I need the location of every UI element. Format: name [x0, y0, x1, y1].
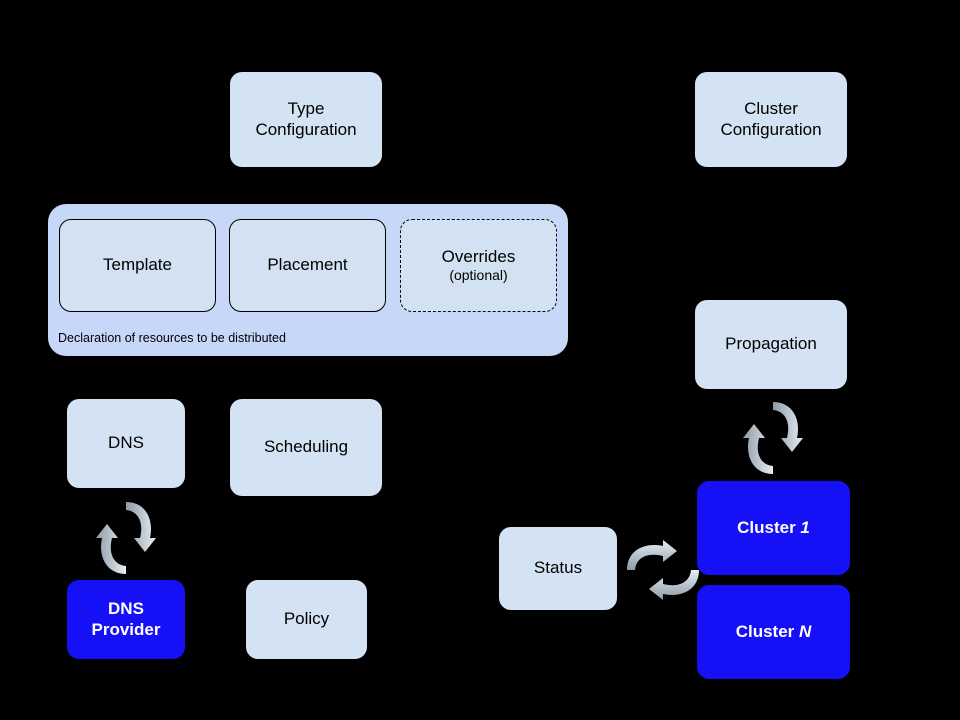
node-placement-label: Placement: [267, 255, 348, 275]
node-cluster-n[interactable]: Cluster N: [697, 585, 850, 679]
node-overrides-label: Overrides (optional): [441, 246, 516, 284]
node-cluster-1-label: Cluster 1: [737, 517, 810, 537]
node-dns-label: DNS: [108, 433, 144, 453]
node-type-configuration[interactable]: Type Configuration: [230, 72, 382, 167]
node-template-label: Template: [103, 255, 172, 275]
node-policy[interactable]: Policy: [246, 580, 367, 659]
sync-icon-status[interactable]: [625, 530, 701, 610]
node-policy-label: Policy: [283, 609, 330, 629]
node-overrides[interactable]: Overrides (optional): [400, 219, 557, 312]
node-status-label: Status: [533, 558, 583, 578]
node-scheduling-label: Scheduling: [263, 437, 349, 457]
node-cluster-configuration[interactable]: Cluster Configuration: [695, 72, 847, 167]
node-cluster-configuration-label: Cluster Configuration: [720, 99, 822, 139]
sync-icon-propagation[interactable]: [735, 398, 811, 478]
node-dns[interactable]: DNS: [67, 399, 185, 488]
node-dns-provider-label: DNS Provider: [91, 599, 161, 639]
node-cluster-n-label: Cluster N: [735, 621, 812, 641]
sync-icon-dns[interactable]: [88, 498, 164, 578]
node-template[interactable]: Template: [59, 219, 216, 312]
node-placement[interactable]: Placement: [229, 219, 386, 312]
node-scheduling[interactable]: Scheduling: [230, 399, 382, 496]
node-status[interactable]: Status: [499, 527, 617, 610]
node-type-configuration-label: Type Configuration: [255, 99, 357, 139]
node-propagation-label: Propagation: [725, 334, 817, 354]
node-cluster-1[interactable]: Cluster 1: [697, 481, 850, 575]
node-dns-provider[interactable]: DNS Provider: [67, 580, 185, 659]
node-propagation[interactable]: Propagation: [695, 300, 847, 389]
declaration-group-caption: Declaration of resources to be distribut…: [58, 331, 286, 345]
